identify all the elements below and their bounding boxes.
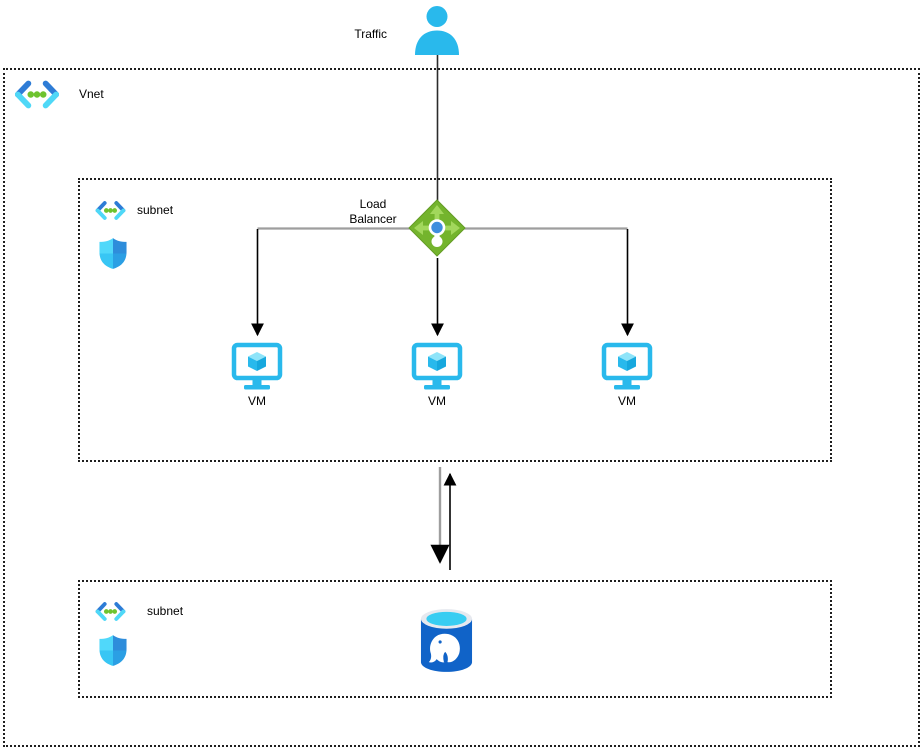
vm-label: VM [618, 394, 636, 408]
vm-label: VM [248, 394, 266, 408]
subnet-icon[interactable] [95, 601, 126, 622]
vm-icon[interactable] [231, 342, 283, 392]
subnet-icon[interactable] [95, 200, 126, 221]
postgresql-icon[interactable] [419, 607, 474, 674]
nsg-shield-icon[interactable] [99, 237, 127, 270]
subnet-bottom-boundary[interactable] [78, 580, 832, 698]
vnet-label: Vnet [79, 87, 104, 101]
vnet-boundary[interactable] [3, 68, 920, 747]
vm-icon[interactable] [411, 342, 463, 392]
virtual-network-icon[interactable] [14, 80, 60, 109]
subnet-top-label: subnet [137, 203, 174, 217]
subnet-top-boundary[interactable] [78, 178, 832, 462]
vm-icon[interactable] [601, 342, 653, 392]
nsg-shield-icon[interactable] [99, 634, 127, 667]
vm-label: VM [428, 394, 446, 408]
load-balancer-label: Load Balancer [349, 197, 397, 226]
traffic-label: Traffic [354, 27, 387, 41]
user-icon[interactable] [412, 5, 462, 55]
load-balancer-icon[interactable] [408, 199, 466, 257]
subnet-bottom-label: subnet [147, 604, 184, 618]
